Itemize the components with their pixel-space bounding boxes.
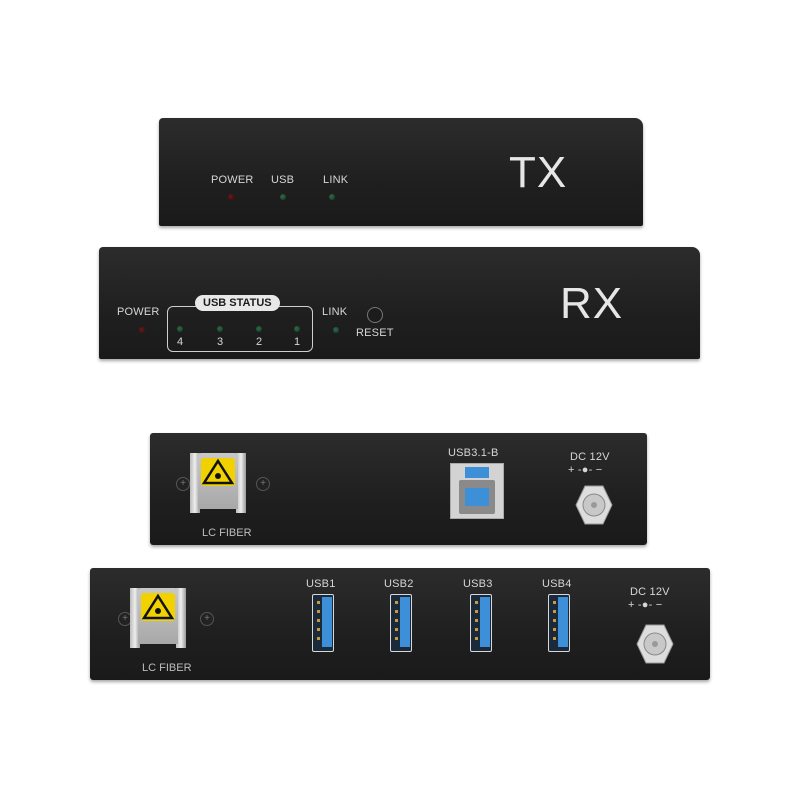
usb31b-label: USB3.1-B <box>448 447 499 459</box>
usb-status-num-3: 3 <box>217 336 224 348</box>
usb1-port[interactable] <box>312 594 334 652</box>
rx-link-label: LINK <box>322 306 348 318</box>
tx-title: TX <box>509 148 568 197</box>
rx-link-led <box>333 327 339 333</box>
usb2-label: USB2 <box>384 578 414 590</box>
usb2-port[interactable] <box>390 594 412 652</box>
tx-power-led <box>228 194 234 200</box>
rx-dc-polarity: + -●- − <box>628 599 663 611</box>
tx-usb-label: USB <box>271 174 295 186</box>
usb3-port[interactable] <box>470 594 492 652</box>
tx-rear-panel: + + LC FIBER USB3.1-B DC 12V + -●- − <box>150 433 647 545</box>
usb-status-led-3 <box>217 326 223 332</box>
usb-status-label: USB STATUS <box>195 295 280 311</box>
usb-status-num-2: 2 <box>256 336 263 348</box>
usb-status-num-4: 4 <box>177 336 184 348</box>
tx-link-led <box>329 194 335 200</box>
screw-icon: + <box>200 612 214 626</box>
tx-link-label: LINK <box>323 174 349 186</box>
reset-button[interactable] <box>367 307 383 323</box>
lc-fiber-port[interactable] <box>130 588 186 648</box>
reset-label: RESET <box>356 327 394 339</box>
tx-usb-led <box>280 194 286 200</box>
rx-power-label: POWER <box>117 306 160 318</box>
usb-status-led-4 <box>177 326 183 332</box>
rx-dc-power-jack[interactable] <box>636 624 674 664</box>
laser-warning-icon <box>141 593 175 621</box>
tx-dc-power-jack[interactable] <box>575 485 613 525</box>
usb4-label: USB4 <box>542 578 572 590</box>
rx-dc-label: DC 12V <box>630 586 670 598</box>
rx-front-panel: POWER USB STATUS 4 3 2 1 LINK RESET RX <box>99 247 700 359</box>
tx-dc-polarity: + -●- − <box>568 464 603 476</box>
usb-status-group <box>167 306 313 352</box>
tx-fiber-label: LC FIBER <box>202 527 252 539</box>
screw-icon: + <box>256 477 270 491</box>
usb-status-led-1 <box>294 326 300 332</box>
rx-rear-panel: + + LC FIBER USB1 USB2 USB3 USB4 DC 12V … <box>90 568 710 680</box>
usb31b-port[interactable] <box>450 463 504 519</box>
usb3-label: USB3 <box>463 578 493 590</box>
tx-power-label: POWER <box>211 174 254 186</box>
usb1-label: USB1 <box>306 578 336 590</box>
usb4-port[interactable] <box>548 594 570 652</box>
tx-front-panel: POWER USB LINK TX <box>159 118 643 226</box>
laser-warning-icon <box>201 458 235 486</box>
usb-status-led-2 <box>256 326 262 332</box>
rx-title: RX <box>560 279 624 328</box>
lc-fiber-port[interactable] <box>190 453 246 513</box>
rx-power-led <box>139 327 145 333</box>
screw-icon: + <box>176 477 190 491</box>
rx-fiber-label: LC FIBER <box>142 662 192 674</box>
usb-status-num-1: 1 <box>294 336 301 348</box>
tx-dc-label: DC 12V <box>570 451 610 463</box>
